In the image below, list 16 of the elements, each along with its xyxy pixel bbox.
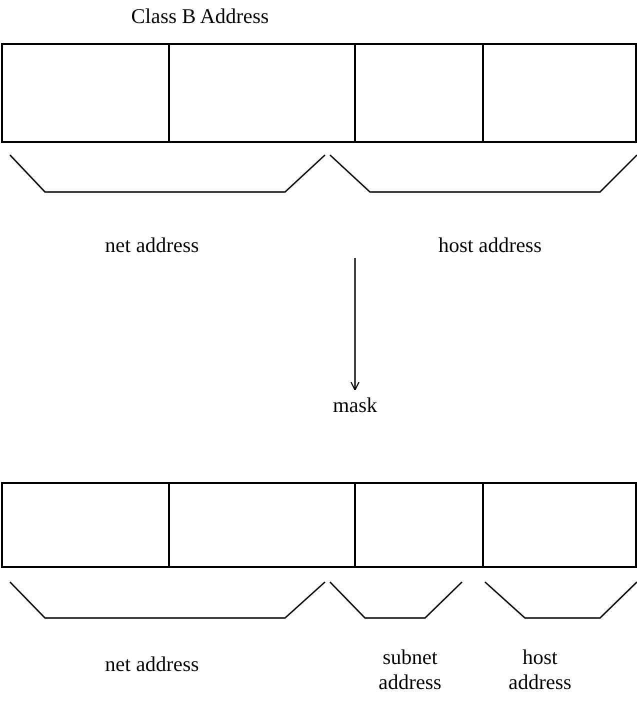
arrow <box>350 258 360 391</box>
field-label: host address <box>437 233 543 258</box>
address-octet-cell <box>482 482 637 568</box>
title: Class B Address <box>130 4 270 30</box>
address-octet-cell <box>1 43 170 143</box>
address-octet-cell <box>354 482 484 568</box>
field-label: subnet address <box>378 645 442 696</box>
field-label: host address <box>508 645 572 696</box>
address-octet-cell <box>482 43 637 143</box>
node-label: mask <box>310 390 400 420</box>
field-label: net address <box>104 233 200 258</box>
field-label: net address <box>104 652 200 678</box>
address-octet-cell <box>168 482 356 568</box>
address-octet-cell <box>1 482 170 568</box>
address-octet-cell <box>354 43 484 143</box>
address-octet-cell <box>168 43 356 143</box>
